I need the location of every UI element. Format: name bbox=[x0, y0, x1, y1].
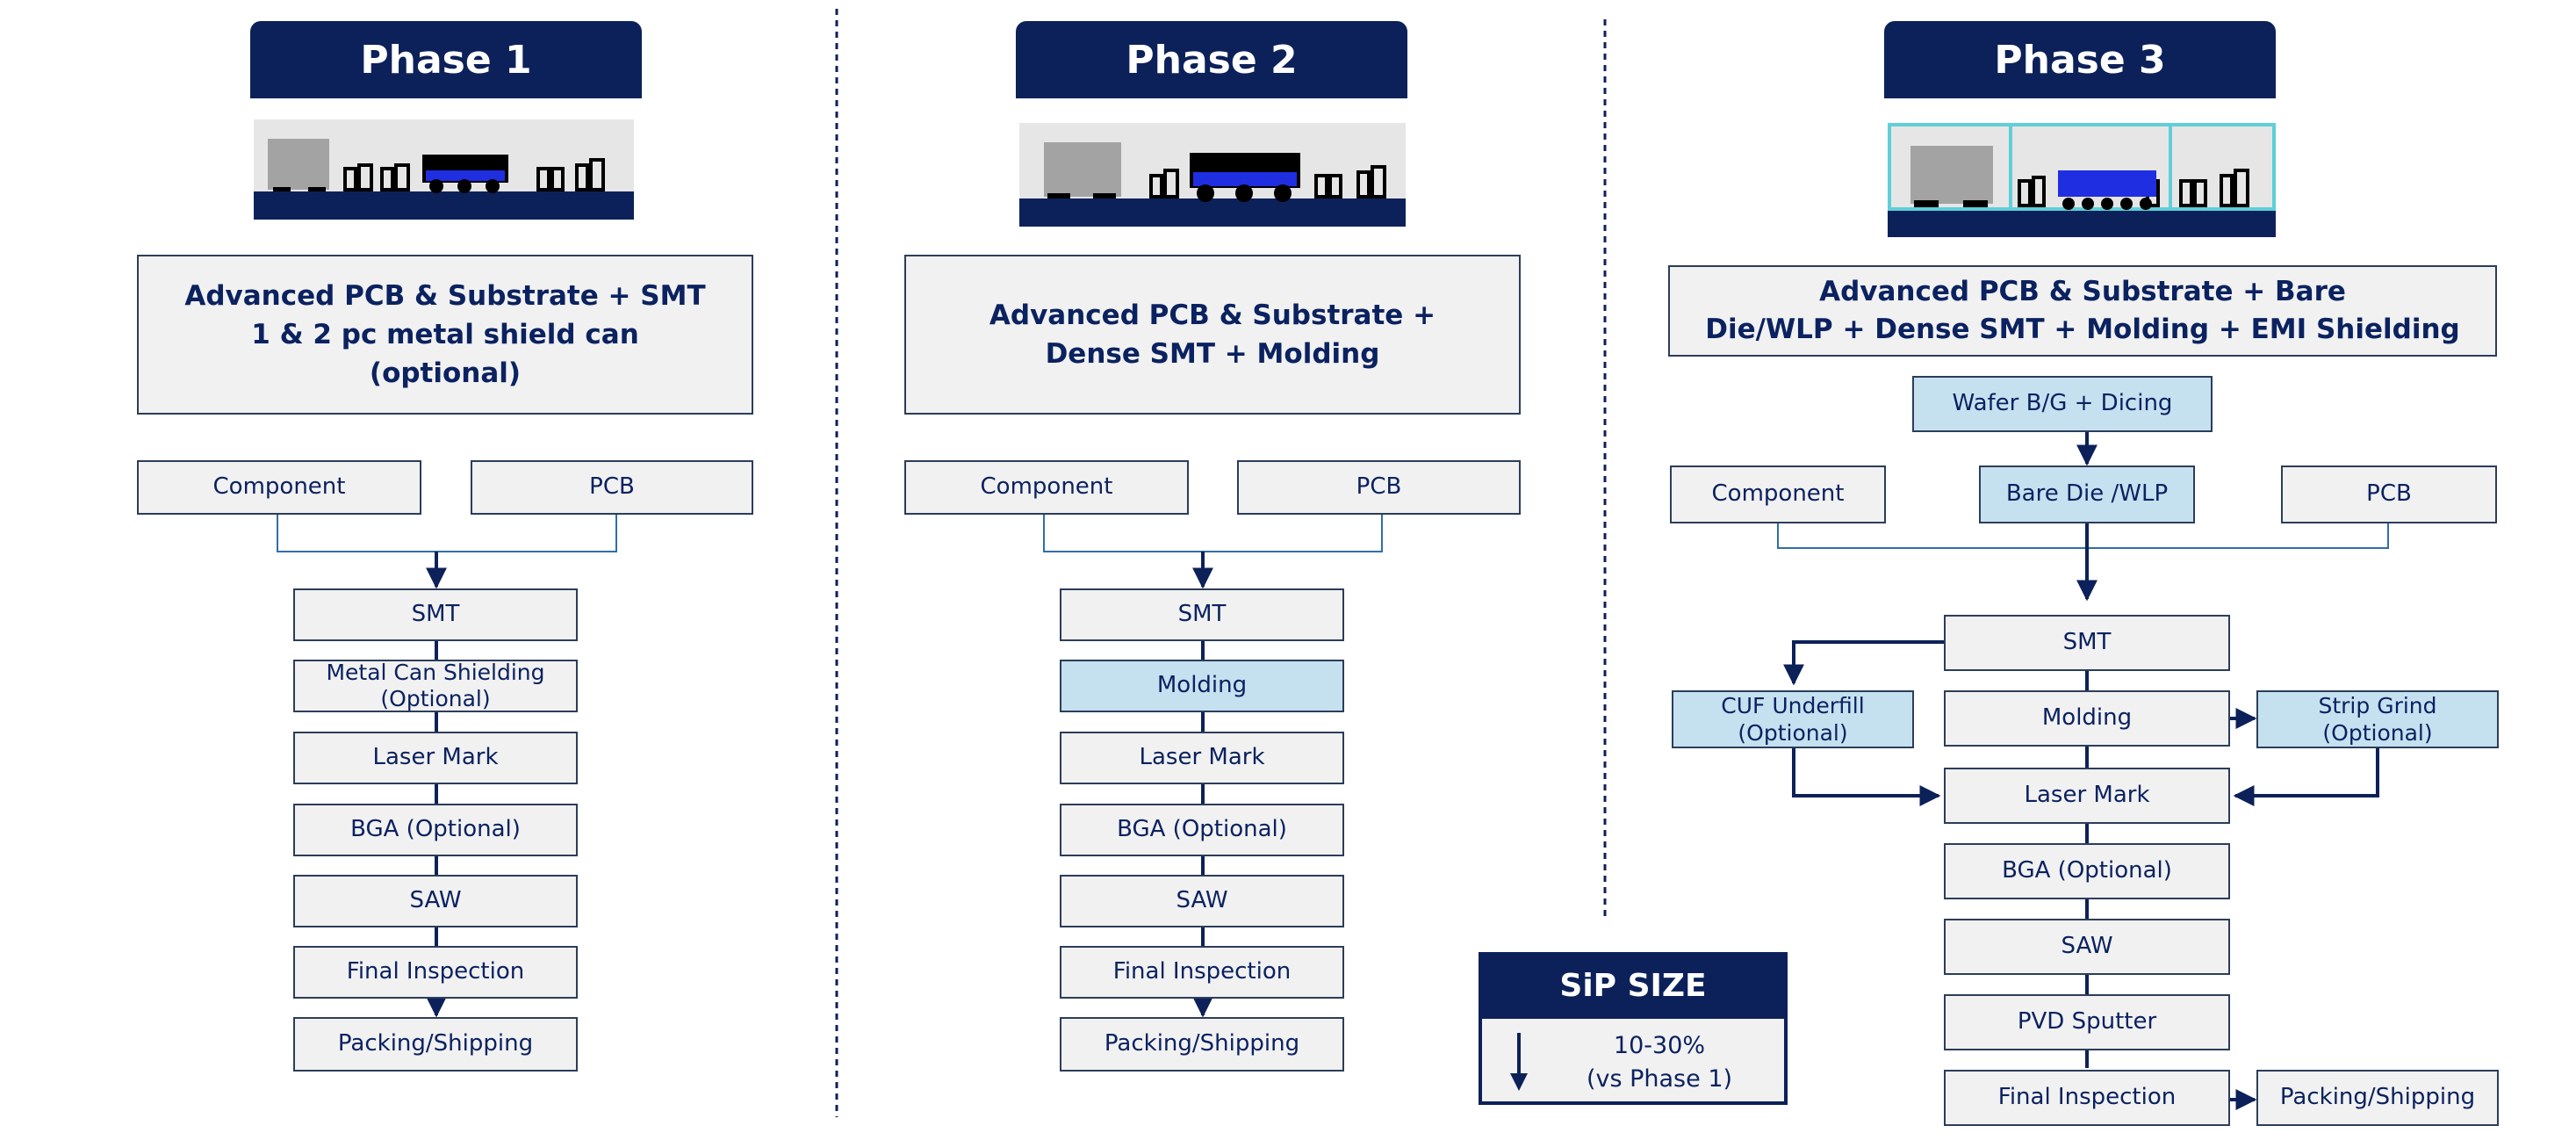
arrow-down-icon bbox=[1510, 1033, 1528, 1091]
phase-3-title: Phase 3 bbox=[1884, 21, 2276, 98]
phase-1-step-smt: SMT bbox=[293, 588, 578, 641]
phase-2-input-component: Component bbox=[904, 460, 1189, 515]
sip-size-body: 10-30% (vs Phase 1) bbox=[1479, 1019, 1788, 1105]
phase-3-step-cuf-underfill: CUF Underfill (Optional) bbox=[1672, 690, 1914, 748]
phase-3-step-laser-mark: Laser Mark bbox=[1944, 768, 2230, 824]
phase-2-step-smt: SMT bbox=[1060, 588, 1344, 641]
phase-3-step-wafer-bg-dicing: Wafer B/G + Dicing bbox=[1912, 376, 2213, 432]
phase-1-title: Phase 1 bbox=[250, 21, 642, 98]
phase-3-step-molding: Molding bbox=[1944, 690, 2230, 747]
phase-3-package-illustration bbox=[1888, 123, 2276, 237]
phase-2-step-bga: BGA (Optional) bbox=[1060, 804, 1344, 856]
phase-3-step-smt: SMT bbox=[1944, 615, 2230, 671]
sip-size-panel: SiP SIZE 10-30% (vs Phase 1) bbox=[1479, 952, 1788, 1105]
sip-size-title: SiP SIZE bbox=[1479, 952, 1788, 1019]
phase-3-step-bga: BGA (Optional) bbox=[1944, 843, 2230, 899]
phase-1-step-laser-mark: Laser Mark bbox=[293, 732, 578, 784]
phase-3-input-bare-die-wlp: Bare Die /WLP bbox=[1979, 465, 2195, 523]
phase-2-step-molding: Molding bbox=[1060, 660, 1344, 712]
phase-3-step-packing-shipping: Packing/Shipping bbox=[2256, 1070, 2499, 1126]
phase-2-input-pcb: PCB bbox=[1237, 460, 1521, 515]
phase-1-step-bga: BGA (Optional) bbox=[293, 804, 578, 856]
phase-3-step-final-inspection: Final Inspection bbox=[1944, 1070, 2230, 1126]
phase-1-input-pcb: PCB bbox=[471, 460, 753, 515]
phase-1-description: Advanced PCB & Substrate + SMT 1 & 2 pc … bbox=[137, 255, 753, 415]
phase-1-step-saw: SAW bbox=[293, 875, 578, 927]
phase-3-step-strip-grind: Strip Grind (Optional) bbox=[2256, 690, 2499, 748]
phase-2-step-saw: SAW bbox=[1060, 875, 1344, 927]
phase-3-step-pvd-sputter: PVD Sputter bbox=[1944, 994, 2230, 1050]
phase-1-input-component: Component bbox=[137, 460, 421, 515]
phase-2-step-final-inspection: Final Inspection bbox=[1060, 946, 1344, 999]
phase-2-step-laser-mark: Laser Mark bbox=[1060, 732, 1344, 784]
phase-1-step-final-inspection: Final Inspection bbox=[293, 946, 578, 999]
phase-1-step-metal-can-shielding: Metal Can Shielding (Optional) bbox=[293, 660, 578, 712]
sip-size-value: 10-30% (vs Phase 1) bbox=[1586, 1032, 1733, 1093]
phase-3-description: Advanced PCB & Substrate + Bare Die/WLP … bbox=[1668, 265, 2497, 357]
phase-3-input-pcb: PCB bbox=[2281, 465, 2497, 523]
phase-2-title: Phase 2 bbox=[1016, 21, 1407, 98]
phase-3-input-component: Component bbox=[1670, 465, 1886, 523]
phase-1-package-illustration bbox=[254, 119, 634, 220]
phase-1-step-packing-shipping: Packing/Shipping bbox=[293, 1017, 578, 1072]
phase-2-description: Advanced PCB & Substrate + Dense SMT + M… bbox=[904, 255, 1521, 415]
phase-2-step-packing-shipping: Packing/Shipping bbox=[1060, 1017, 1344, 1072]
phase-3-step-saw: SAW bbox=[1944, 919, 2230, 975]
phase-2-package-illustration bbox=[1019, 123, 1406, 227]
